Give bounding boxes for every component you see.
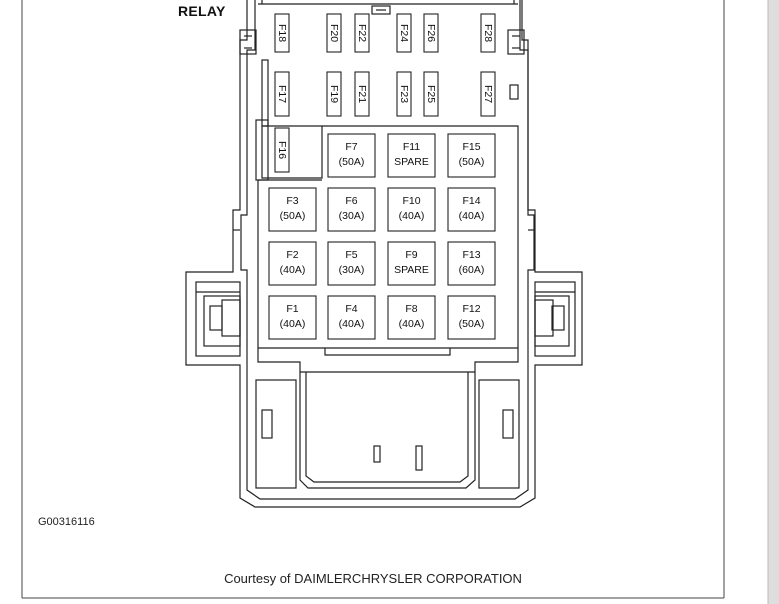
svg-text:F5: F5 — [345, 249, 357, 261]
svg-text:(40A): (40A) — [399, 318, 425, 330]
svg-text:F6: F6 — [345, 195, 357, 207]
mini-fuse-f25: F25 — [423, 71, 439, 117]
svg-text:F4: F4 — [345, 303, 357, 315]
svg-text:(50A): (50A) — [459, 318, 485, 330]
svg-text:F11: F11 — [403, 141, 420, 153]
svg-text:F16: F16 — [276, 141, 288, 159]
svg-text:(40A): (40A) — [399, 210, 425, 222]
mini-fuse-f23: F23 — [396, 71, 412, 117]
fuse-box-housing — [185, 0, 583, 508]
svg-text:F19: F19 — [328, 85, 340, 103]
svg-text:F20: F20 — [328, 24, 340, 42]
mini-fuse-f26: F26 — [423, 13, 439, 53]
right-edge-shadow — [768, 0, 779, 604]
courtesy-credit: Courtesy of DAIMLERCHRYSLER CORPORATION — [224, 571, 522, 586]
svg-text:F12: F12 — [462, 303, 480, 315]
maxi-fuse-f2: F2 (40A) — [268, 241, 317, 286]
svg-text:F7: F7 — [345, 141, 357, 153]
maxi-fuse-f10: F10 (40A) — [387, 187, 436, 232]
mini-fuse-f22: F22 — [354, 13, 370, 53]
mini-fuse-f17: F17 — [274, 71, 290, 117]
maxi-fuse-f3: F3 (50A) — [268, 187, 317, 232]
svg-text:F8: F8 — [405, 303, 417, 315]
maxi-fuse-f4: F4 (40A) — [327, 295, 376, 340]
svg-text:F26: F26 — [425, 24, 437, 42]
maxi-fuse-f14: F14 (40A) — [447, 187, 496, 232]
svg-text:F18: F18 — [276, 24, 288, 42]
svg-text:(50A): (50A) — [280, 210, 306, 222]
mini-fuse-f27: F27 — [480, 71, 496, 117]
mini-fuse-f16: F16 — [274, 127, 290, 173]
svg-text:F22: F22 — [356, 24, 368, 42]
svg-text:F9: F9 — [405, 249, 417, 261]
svg-text:(50A): (50A) — [459, 156, 485, 168]
mini-fuse-f21: F21 — [354, 71, 370, 117]
figure-id: G00316116 — [38, 516, 95, 528]
maxi-fuse-f7: F7 (50A) — [327, 133, 376, 178]
maxi-fuse-f6: F6 (30A) — [327, 187, 376, 232]
svg-text:(40A): (40A) — [339, 318, 365, 330]
svg-text:(50A): (50A) — [339, 156, 365, 168]
svg-text:(40A): (40A) — [280, 264, 306, 276]
svg-text:F14: F14 — [462, 195, 480, 207]
mini-fuse-f18: F18 — [274, 13, 290, 53]
maxi-fuse-f5: F5 (30A) — [327, 241, 376, 286]
svg-text:(60A): (60A) — [459, 264, 485, 276]
mini-fuse-f28: F28 — [480, 13, 496, 53]
svg-text:F10: F10 — [402, 195, 420, 207]
svg-text:(30A): (30A) — [339, 210, 365, 222]
mini-fuse-f24: F24 — [396, 13, 412, 53]
svg-text:F15: F15 — [462, 141, 480, 153]
relay-label: RELAY — [178, 3, 226, 19]
svg-text:F3: F3 — [286, 195, 298, 207]
svg-text:F27: F27 — [482, 85, 494, 103]
maxi-fuse-f13: F13 (60A) — [447, 241, 496, 286]
svg-text:(40A): (40A) — [459, 210, 485, 222]
svg-text:F24: F24 — [398, 24, 410, 42]
svg-text:(30A): (30A) — [339, 264, 365, 276]
svg-text:F2: F2 — [286, 249, 298, 261]
page-border — [21, 0, 725, 599]
svg-text:(40A): (40A) — [280, 318, 306, 330]
svg-text:F23: F23 — [398, 85, 410, 103]
svg-text:SPARE: SPARE — [394, 156, 429, 168]
svg-text:SPARE: SPARE — [394, 264, 429, 276]
svg-text:F17: F17 — [276, 85, 288, 103]
mini-fuse-f19: F19 — [326, 71, 342, 117]
svg-text:F25: F25 — [425, 85, 437, 103]
svg-text:F21: F21 — [356, 85, 368, 103]
maxi-fuse-f12: F12 (50A) — [447, 295, 496, 340]
maxi-fuse-f8: F8 (40A) — [387, 295, 436, 340]
maxi-fuse-f15: F15 (50A) — [447, 133, 496, 178]
svg-text:F28: F28 — [482, 24, 494, 42]
svg-text:F13: F13 — [462, 249, 480, 261]
maxi-fuse-f1: F1 (40A) — [268, 295, 317, 340]
svg-text:F1: F1 — [286, 303, 298, 315]
mini-fuse-f20: F20 — [326, 13, 342, 53]
